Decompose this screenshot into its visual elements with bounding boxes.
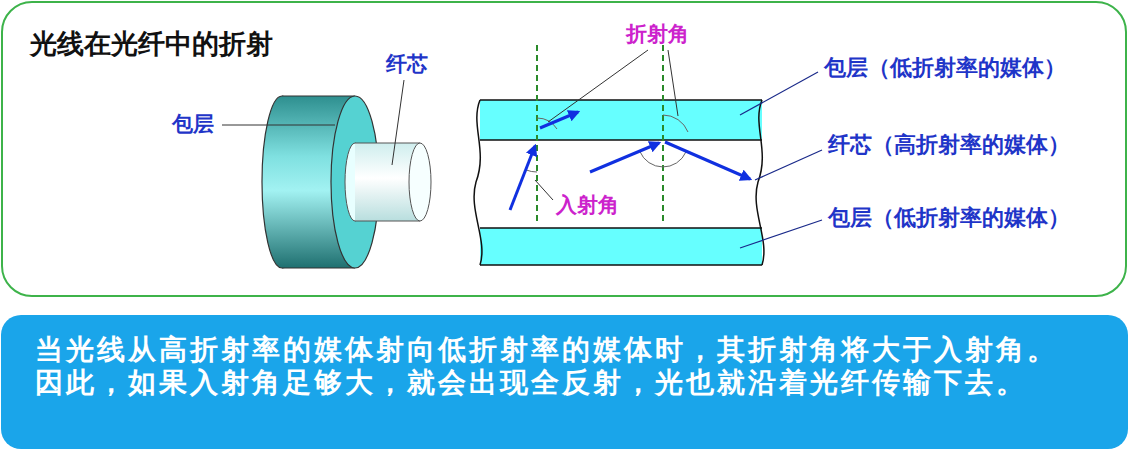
part-label: 包层	[172, 112, 214, 137]
medium-label: 包层（低折射率的媒体）	[828, 205, 1070, 231]
leader-line	[668, 50, 678, 116]
fiber-cylinder	[262, 96, 431, 268]
light-ray	[590, 143, 659, 172]
diagram-title: 光线在光纤中的折射	[30, 28, 273, 60]
cladding-band	[480, 100, 762, 140]
medium-label: 包层（低折射率的媒体）	[824, 55, 1066, 81]
angle-arc	[640, 152, 686, 167]
leader-line	[548, 50, 648, 122]
angle-label: 入射角	[556, 193, 619, 218]
caption-text: 当光线从高折射率的媒体射向低折射率的媒体时，其折射角将大于入射角。因此，如果入射…	[35, 333, 1075, 399]
core-face	[409, 143, 431, 221]
normal-line	[537, 45, 663, 225]
break-edge	[474, 100, 482, 265]
leader-line	[740, 72, 818, 115]
leader-line	[740, 220, 822, 248]
caption-panel	[1, 315, 1128, 449]
angle-label: 折射角	[626, 22, 689, 47]
leader-line	[535, 180, 553, 200]
part-label: 纤芯	[386, 52, 428, 77]
top-panel	[2, 2, 1126, 296]
medium-label: 纤芯（高折射率的媒体）	[828, 132, 1070, 158]
cladding-band	[480, 228, 762, 265]
fiber-section	[474, 45, 764, 265]
light-ray	[510, 146, 535, 210]
light-ray	[665, 142, 750, 179]
leader-line	[755, 150, 822, 180]
band-edge	[480, 100, 762, 265]
leader-line	[392, 80, 404, 165]
angle-arc	[663, 115, 688, 132]
leader-line	[222, 125, 335, 126]
angle-arc	[526, 170, 537, 172]
